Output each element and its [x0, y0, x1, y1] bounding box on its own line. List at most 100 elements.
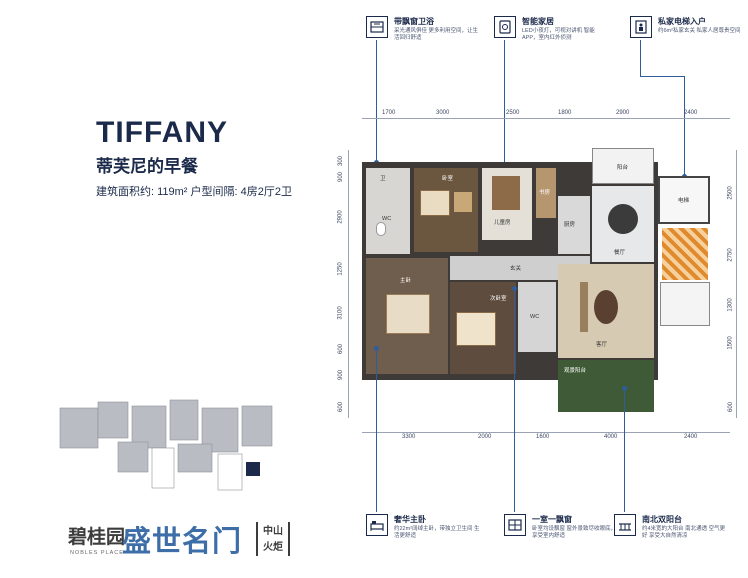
leader-dot	[374, 346, 379, 351]
dim-top: 2500	[506, 110, 520, 116]
room-study: 书房	[536, 168, 556, 218]
brand-location-line2: 火炬	[263, 542, 283, 553]
dim-bottom: 2400	[684, 434, 698, 440]
dimension-line-bottom	[362, 432, 730, 433]
dim-left: 2900	[337, 210, 344, 224]
dimension-line-right	[736, 150, 737, 418]
leader-line	[504, 40, 505, 188]
room-label: 主卧	[400, 278, 412, 284]
title-block: TIFFANY 蒂芙尼的早餐 建筑面积约: 119m² 户型间隔: 4房2厅2卫	[96, 118, 336, 199]
dim-top: 1700	[382, 110, 396, 116]
room-child: 儿童房	[482, 168, 532, 240]
bed	[456, 312, 496, 346]
room-bedroom: 卧室	[414, 168, 478, 252]
leader-line	[514, 288, 515, 512]
feature-desc: 采光通风俱佳 更多利用空间，让生活回归舒适	[394, 28, 479, 41]
elevator-icon	[630, 16, 652, 38]
room-label: 书房	[539, 190, 551, 196]
brand-name: 碧桂园	[68, 526, 126, 548]
toilet	[376, 222, 386, 236]
leader-dot	[512, 286, 517, 291]
dim-left: 300	[338, 155, 345, 167]
feature-desc: 约4米宽的大阳台 南北通透 空气更好 享受大自然清凉	[642, 526, 726, 539]
balcony-icon	[614, 514, 636, 536]
feature-desc: 约6m²私家玄关 私家人居尊贵空间	[658, 28, 741, 34]
leader-line	[640, 76, 684, 77]
room-master-bedroom: 主卧	[366, 258, 448, 374]
room-dining: 餐厅	[592, 186, 654, 262]
leader-dot	[622, 386, 627, 391]
dim-left: 3100	[337, 306, 344, 320]
room-wc: WC	[518, 282, 556, 352]
room-label: 电梯	[678, 198, 690, 204]
feature-elevator: 私家电梯入户 约6m²私家玄关 私家人居尊贵空间	[630, 16, 741, 66]
feature-bathroom-window: 带飘窗卫浴 采光通风俱佳 更多利用空间，让生活回归舒适	[366, 16, 486, 66]
dim-left: 900	[338, 171, 345, 183]
dim-bottom: 2000	[478, 434, 492, 440]
feature-title: 一室一飘窗	[532, 515, 572, 524]
dim-bottom: 1600	[536, 434, 550, 440]
sofa	[580, 282, 588, 332]
bed	[492, 176, 520, 210]
brand-location-line1: 中山	[263, 526, 283, 537]
brand-slogan: 盛世名门	[122, 524, 243, 558]
dim-left: 600	[338, 401, 345, 413]
leader-line	[684, 76, 685, 176]
room-label: WC	[530, 314, 540, 320]
study-icon	[504, 514, 526, 536]
leader-line	[640, 40, 641, 76]
dim-top: 1800	[558, 110, 572, 116]
leader-line	[624, 388, 625, 512]
room-living: 客厅	[558, 264, 654, 358]
site-plan-thumbnail	[58, 392, 280, 496]
room-label: 厨房	[564, 222, 576, 228]
brand-block: 碧桂园 NOBLES PLACE 盛世名门 中山 火炬	[68, 518, 308, 568]
feature-smart-home: 智能家居 LED小夜灯，可视对讲机 智能APP，室内红外侦测	[494, 16, 614, 66]
room-lobby	[660, 282, 710, 326]
leader-line	[376, 348, 377, 512]
bathroom-window-icon	[366, 16, 388, 38]
room-balcony-north: 阳台	[592, 148, 654, 184]
room-label: 卫	[380, 176, 386, 182]
room-label: 阳台	[617, 165, 629, 171]
room-label: 餐厅	[614, 250, 626, 256]
room-bathroom: 卫 WC	[366, 168, 410, 254]
feature-desc: 约22m²阔绰主卧，带独立卫生间 生活更舒适	[394, 526, 480, 539]
room-kitchen: 厨房	[558, 196, 590, 254]
bed	[386, 294, 430, 334]
feature-master-bedroom: 奢华主卧 约22m²阔绰主卧，带独立卫生间 生活更舒适	[366, 514, 486, 564]
dim-left: 1250	[337, 262, 344, 276]
title-cn: 蒂芙尼的早餐	[96, 157, 198, 176]
master-bedroom-icon	[366, 514, 388, 536]
room-label: 次卧室	[490, 296, 507, 302]
dimension-line-top	[362, 118, 730, 119]
coffee-table	[594, 290, 618, 324]
feature-desc: 卧室均设飘窗 窗外景致尽收眼底，享受室内舒适	[532, 526, 617, 539]
feature-title: 南北双阳台	[642, 515, 682, 524]
room-balcony-south: 观景阳台	[558, 360, 654, 412]
brand-name-en: NOBLES PLACE	[70, 550, 124, 556]
smart-home-icon	[494, 16, 516, 38]
title-specs: 建筑面积约: 119m² 户型间隔: 4房2厅2卫	[96, 186, 292, 198]
leader-line	[376, 40, 377, 162]
feature-study: 一室一飘窗 卧室均设飘窗 窗外景致尽收眼底，享受室内舒适	[504, 514, 624, 564]
room-elevator: 电梯	[658, 176, 710, 224]
feature-title: 私家电梯入户	[658, 17, 706, 26]
feature-balcony: 南北双阳台 约4米宽的大阳台 南北通透 空气更好 享受大自然清凉	[614, 514, 734, 564]
cabinet	[454, 192, 472, 212]
dim-top: 2400	[684, 110, 698, 116]
dim-bottom: 4000	[604, 434, 618, 440]
room-label: 玄关	[510, 266, 522, 272]
feature-title: 带飘窗卫浴	[394, 17, 434, 26]
room-label: 观景阳台	[564, 368, 587, 374]
dining-table	[608, 204, 638, 234]
floor-plan: 卫 WC 卧室 儿童房 书房 厨房 餐厅 阳台 玄关 主卧 次卧室	[362, 148, 730, 418]
dim-left: 900	[338, 369, 345, 381]
dim-top: 3000	[436, 110, 450, 116]
dimension-line-left	[348, 150, 349, 418]
dim-bottom: 3300	[402, 434, 416, 440]
feature-title: 智能家居	[522, 17, 554, 26]
room-label: 客厅	[596, 342, 608, 348]
dim-top: 2900	[616, 110, 630, 116]
feature-title: 奢华主卧	[394, 515, 426, 524]
